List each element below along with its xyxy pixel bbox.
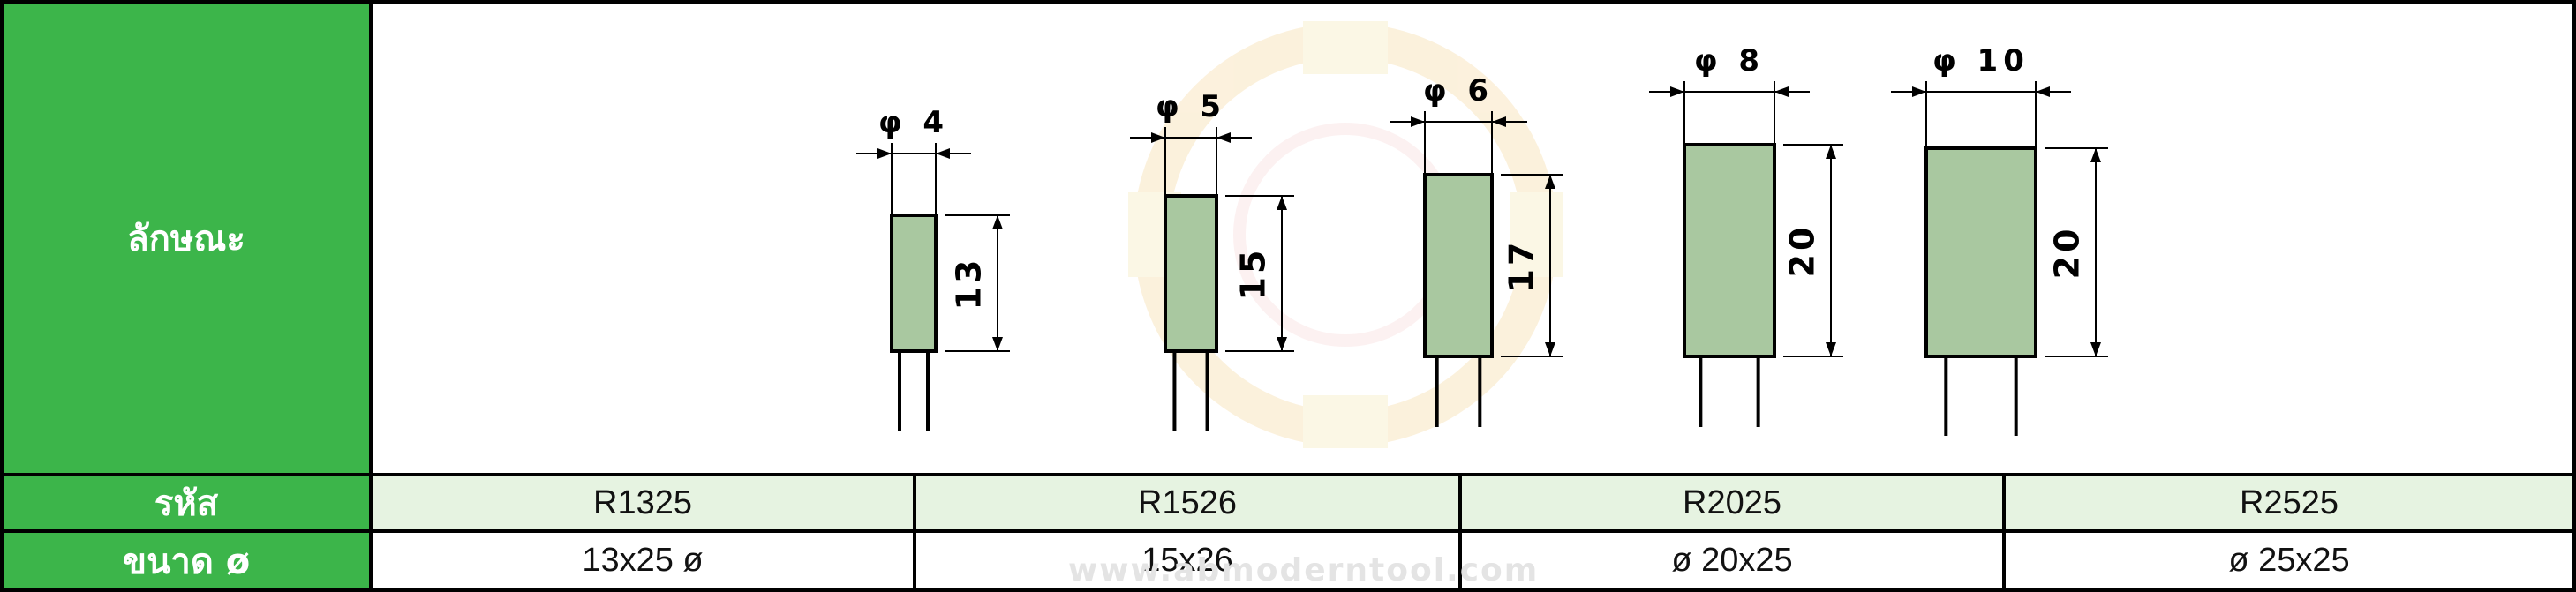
arrowhead — [1545, 175, 1555, 189]
length-label: 20 — [1783, 224, 1822, 278]
arrowhead — [1411, 116, 1425, 127]
part-drawing: φ 5 15 — [1130, 89, 1294, 431]
column-divider — [913, 476, 916, 588]
arrowhead — [1492, 116, 1506, 127]
diameter-label: φ 8 — [1694, 43, 1765, 79]
arrowhead — [1774, 86, 1789, 97]
code-cell: R1325 — [373, 476, 913, 529]
diameter-label: φ 5 — [1156, 89, 1226, 124]
table-border-top — [0, 0, 2576, 4]
size-cell: ø 20x25 — [1462, 533, 2002, 588]
table-border-right — [2572, 0, 2576, 592]
watermark: www.abmoderntool.com — [1068, 552, 1540, 588]
part-drawing: φ 10 20 — [1891, 43, 2108, 436]
arrowhead — [2090, 148, 2101, 162]
size-cell: ø 25x25 — [2006, 533, 2572, 588]
arrowhead — [2036, 86, 2050, 97]
length-label: 20 — [2048, 226, 2087, 280]
row-divider — [0, 529, 2576, 533]
diameter-label: φ 4 — [878, 105, 949, 140]
diameter-label: φ 6 — [1423, 73, 1494, 109]
part-body — [1164, 194, 1218, 353]
table-border-bottom — [0, 588, 2576, 592]
size-cell: 15x26 — [916, 533, 1458, 588]
arrowhead — [992, 215, 1003, 229]
part-drawing: φ 6 17 — [1390, 73, 1563, 427]
arrowhead — [1826, 145, 1836, 159]
length-label: 15 — [1234, 247, 1273, 301]
part-body — [890, 214, 938, 353]
arrowhead — [992, 337, 1003, 351]
arrowhead — [1545, 342, 1555, 356]
code-cell: R2025 — [1462, 476, 2002, 529]
length-label: 13 — [950, 257, 989, 311]
length-label: 17 — [1503, 239, 1541, 293]
parts-diagram: φ 4 13 φ 5 15 φ 6 17 φ 8 20 φ 10 20 — [856, 21, 2108, 448]
arrowhead — [1216, 132, 1231, 143]
header-divider — [369, 0, 373, 592]
arrowhead — [1277, 196, 1287, 210]
arrowhead — [936, 148, 950, 159]
arrowhead — [1670, 86, 1684, 97]
arrowhead — [1277, 337, 1287, 351]
row-label-shape: ลักษณะ — [4, 4, 369, 473]
code-cell: R2525 — [2006, 476, 2572, 529]
column-divider — [1458, 476, 1462, 588]
arrowhead — [1826, 342, 1836, 356]
part-body — [1683, 143, 1776, 358]
code-cell: R1526 — [916, 476, 1458, 529]
arrowhead — [1151, 132, 1165, 143]
arrowhead — [877, 148, 892, 159]
part-body — [1423, 173, 1494, 358]
diameter-label: φ 10 — [1932, 43, 2030, 79]
table-border-left — [0, 0, 4, 592]
arrowhead — [2090, 342, 2101, 356]
part-body — [1924, 146, 2037, 358]
size-cell: 13x25 ø — [373, 533, 913, 588]
part-drawing: φ 4 13 — [856, 105, 1010, 431]
arrowhead — [1912, 86, 1926, 97]
row-label-code: รหัส — [4, 476, 369, 529]
column-divider — [2002, 476, 2006, 588]
row-divider — [0, 473, 2576, 476]
row-label-size: ขนาด ø — [4, 533, 369, 588]
part-drawing: φ 8 20 — [1649, 43, 1843, 427]
